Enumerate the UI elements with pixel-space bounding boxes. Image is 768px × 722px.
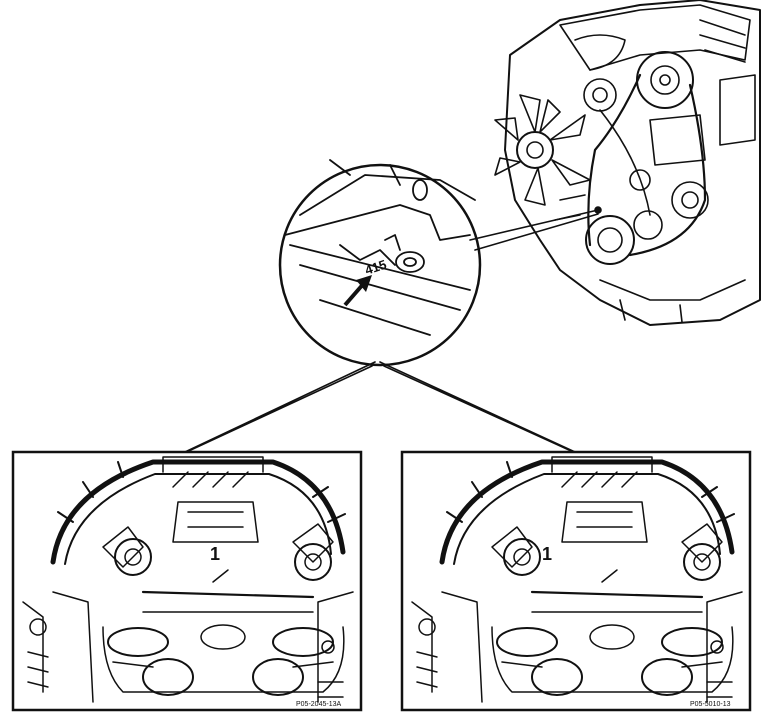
arrow-icon [343, 275, 372, 307]
engine-overview [494, 0, 761, 326]
panel-leaders [179, 361, 581, 456]
left-panel: 1 P05-2045-13A [11, 450, 363, 712]
detail-magnifier: 415 [278, 159, 482, 367]
detail-label: 415 [363, 257, 388, 278]
right-panel-figure-code: P05-5010-13 [690, 701, 731, 708]
fan [494, 94, 591, 206]
right-panel: 1 P05-5010-13 [400, 450, 752, 712]
left-panel-figure-code: P05-2045-13A [296, 701, 341, 708]
right-panel-marker: 1 [542, 544, 552, 564]
detail-leader [469, 209, 599, 251]
left-panel-marker: 1 [210, 544, 220, 564]
